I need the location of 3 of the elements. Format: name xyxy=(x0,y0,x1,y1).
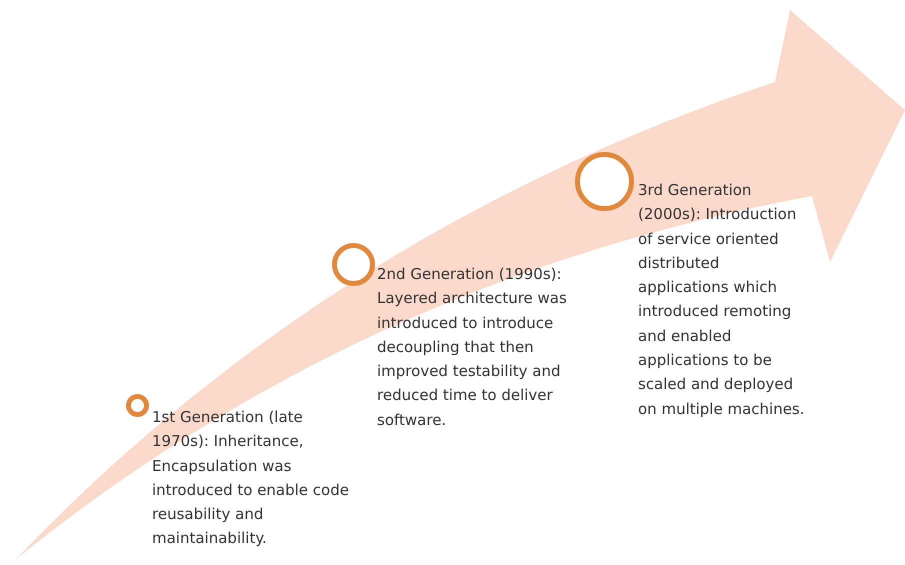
milestone-description: 2nd Generation (1990s): Layered architecture was introduced to introduce decoupling that then improved testability and reduced time to deliver software. xyxy=(377,264,568,431)
milestone-description: 1st Generation (late 1970s): Inheritance, Encapsulation was introduced to enable code reusability and maintainability. xyxy=(152,407,350,550)
milestone-description: 3rd Generation (2000s): Introduction of service oriented distributed applications which introduced remoting and enabled applications to be scaled and deployed on multiple machines. xyxy=(638,180,806,420)
